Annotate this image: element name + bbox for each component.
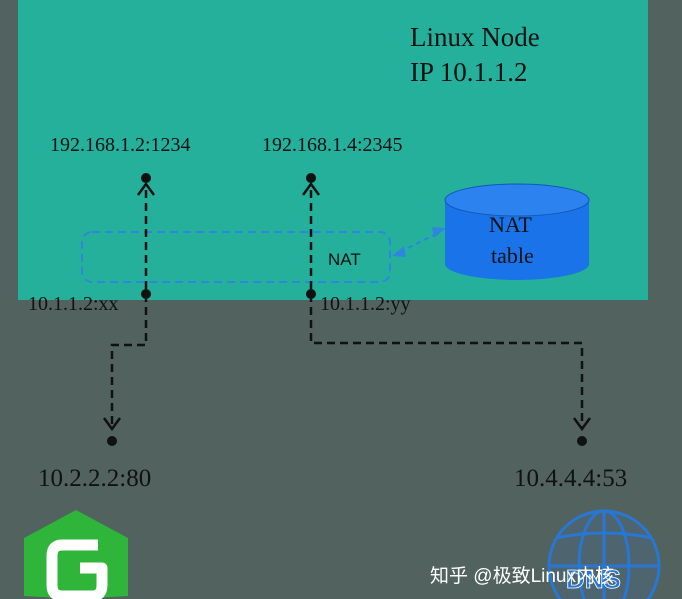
remote-endpoint-right: 10.4.4.4:53 (514, 465, 627, 492)
left-nat-dot (141, 289, 151, 299)
left-remote-dot (107, 436, 117, 446)
right-arrowhead-up (301, 181, 321, 196)
nat-table-link-arrow-left (392, 246, 406, 257)
inside-endpoint-left: 192.168.1.2:1234 (50, 134, 191, 156)
right-inside-dot (306, 173, 316, 183)
nat-table-label-line1: NAT (489, 212, 532, 237)
nat-table-link-arrow-right (432, 227, 446, 238)
nat-table-cylinder (444, 183, 590, 280)
dns-logo-text: DNS (566, 564, 621, 594)
nat-table-label-line2: table (491, 243, 534, 268)
watermark-text: 知乎 @极致Linux内核 (430, 565, 614, 587)
left-inside-dot (141, 173, 151, 183)
nat-endpoint-left: 10.1.1.2:xx (28, 293, 119, 315)
nginx-logo-icon (24, 510, 128, 599)
nat-label: NAT (328, 250, 361, 269)
inside-endpoint-right: 192.168.1.4:2345 (262, 134, 403, 156)
right-remote-dot (577, 436, 587, 446)
right-nat-dot (306, 289, 316, 299)
remote-endpoint-left: 10.2.2.2:80 (38, 465, 151, 492)
left-connection (102, 181, 156, 432)
nat-endpoint-right: 10.1.1.2:yy (320, 293, 411, 315)
node-ip: IP 10.1.1.2 (410, 57, 528, 87)
nat-table-link (399, 231, 441, 253)
left-arrowhead-down (102, 417, 122, 432)
right-connection (301, 181, 592, 432)
nat-region (81, 231, 391, 283)
left-arrowhead-up (136, 181, 156, 196)
dns-globe-icon (547, 509, 661, 599)
right-arrowhead-down (572, 417, 592, 432)
node-title: Linux Node (410, 22, 540, 52)
